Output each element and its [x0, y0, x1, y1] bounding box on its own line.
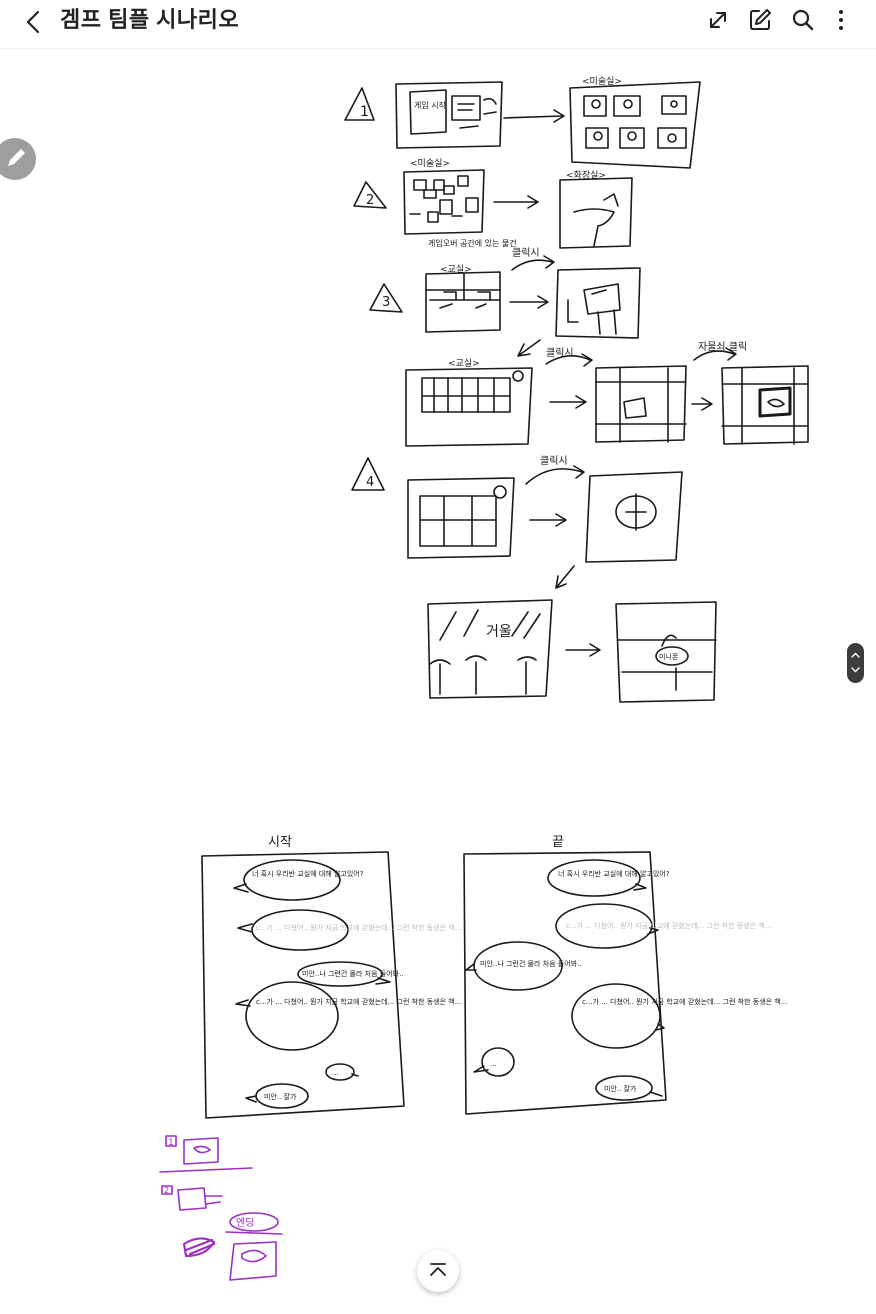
scroll-handle[interactable]	[847, 643, 864, 683]
more-vert-icon[interactable]	[827, 6, 855, 34]
step-1-sketch: 1 게임 시작 <미술실>	[344, 76, 701, 169]
click-label: 클릭시	[512, 247, 540, 259]
dialog-bubble: ...	[490, 1060, 497, 1068]
dialog-start-title: 시작	[268, 835, 292, 850]
toilet-label: <화장실>	[566, 170, 606, 181]
app-header: 겜프 팀플 시나리오	[0, 0, 876, 49]
step-2-sketch: 2 <미술실> 게임오버 공간에 있는 물건 <화장실>	[353, 158, 633, 249]
dialog-bubble: c...가 ... 다쳤어.. 뭔가 지금 학교에 갇혔는데... 그런 착한 …	[582, 997, 787, 1006]
step-number: 1	[360, 104, 369, 120]
dialog-bubble-blurred: c...가 ... 다쳤어.. 뭔가 지금 학교에 갇혔는데... 그런 착한 …	[566, 921, 771, 930]
note-label: 게임오버 공간에 있는 물건	[428, 238, 517, 248]
dialog-bubble: 너 혹시 우리반 교실에 대해 알고있어?	[558, 869, 670, 878]
art-room-label: <미술실>	[410, 158, 450, 169]
classroom-sketch: <교실> 클릭시 자물쇠 클릭	[405, 341, 809, 447]
back-arrow-icon[interactable]	[18, 6, 50, 38]
click-label: 클릭시	[546, 347, 574, 359]
step-3-sketch: 3 <교실> 클릭시	[369, 247, 641, 357]
purple-notes: 1 2 엔딩	[159, 1135, 283, 1281]
step-number: 4	[366, 475, 374, 490]
dialog-bubble: c...가 ... 다쳤어.. 뭔가 지금 학교에 갇혔는데... 그런 착한 …	[256, 997, 461, 1006]
dialog-bubble: ...	[332, 1069, 339, 1077]
scroll-chevrons-icon	[851, 652, 860, 673]
page-title: 겜프 팀플 시나리오	[60, 7, 240, 32]
classroom-label: <교실>	[448, 358, 480, 369]
art-room-label: <미술실>	[582, 76, 622, 87]
search-icon[interactable]	[789, 6, 817, 34]
dialog-bubble: 미안.. 잘가	[264, 1092, 297, 1101]
dialog-bubble: 미안..나 그런건 몰라 처음 들어봐..	[302, 969, 404, 978]
step-number: 3	[382, 295, 390, 310]
game-start-label: 게임 시작	[414, 100, 447, 110]
pencil-icon	[8, 149, 25, 166]
purple-note-word: 엔딩	[236, 1217, 254, 1229]
dialog-bubble: 너 혹시 우리반 교실에 대해 알고있어?	[252, 869, 364, 878]
phone-label: 미니폰	[659, 652, 679, 661]
scroll-to-top-button[interactable]	[417, 1250, 459, 1292]
edit-icon[interactable]	[746, 6, 774, 34]
click-label: 자물쇠 클릭	[698, 341, 747, 353]
click-label: 클릭시	[540, 455, 568, 467]
step-4-sketch: 4 클릭시 거울 미니폰	[351, 455, 717, 703]
classroom-label: <교실>	[440, 264, 472, 275]
purple-note-number: 1	[168, 1138, 174, 1148]
dialog-bubble: 미안..나 그런건 몰라 처음 들어봐..	[480, 959, 582, 968]
dialog-bubble: 미안.. 잘가	[604, 1084, 637, 1093]
dialog-end-sketch: 끝 너 혹시 우리반 교실에 대해 알고있어? c...가 ... 다쳤어.. …	[463, 835, 787, 1115]
purple-note-number: 2	[164, 1186, 169, 1195]
chevron-up-icon	[430, 1263, 446, 1276]
step-number: 2	[366, 193, 374, 208]
dialog-start-sketch: 시작 너 혹시 우리반 교실에 대해 알고있어? c...가 ... 다쳤어..…	[201, 835, 461, 1119]
pen-mode-button[interactable]	[0, 138, 36, 180]
mirror-label: 거울	[486, 624, 512, 640]
dialog-bubble-blurred: c...가 ... 다쳤어.. 뭔가 지금 학교에 갇혔는데... 그런 착한 …	[256, 923, 461, 932]
dialog-end-title: 끝	[552, 835, 564, 850]
handwriting-canvas[interactable]: 1 게임 시작 <미술실> 2 <미술실> 게임오버 공간에 있는 물건 <화장…	[0, 49, 876, 1314]
expand-icon[interactable]	[704, 6, 732, 34]
